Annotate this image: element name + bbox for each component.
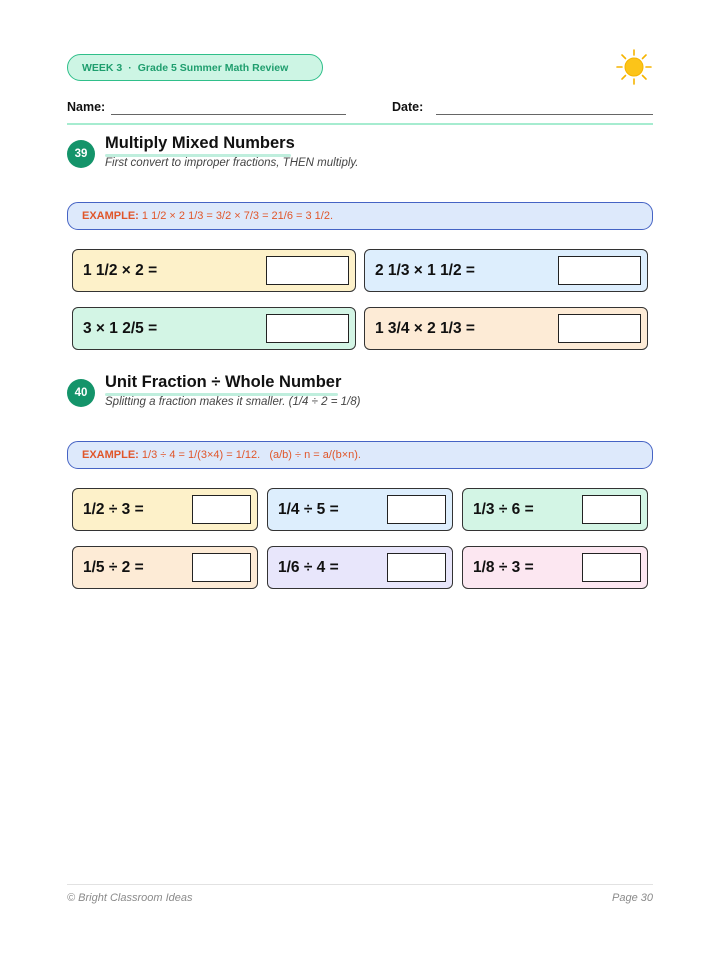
problem-card: 1/6 ÷ 4 = xyxy=(267,546,453,589)
problem-card: 1/4 ÷ 5 = xyxy=(267,488,453,531)
problem-card: 1/2 ÷ 3 = xyxy=(72,488,258,531)
name-label: Name: xyxy=(67,100,106,114)
example-text: 1 1/2 × 2 1/3 = 3/2 × 7/3 = 21/6 = 3 1/2… xyxy=(138,210,334,222)
problem-text: 1 1/2 × 2 = xyxy=(83,261,158,279)
section-instructions: First convert to improper fractions, THE… xyxy=(105,157,359,169)
problem-card: 1 3/4 × 2 1/3 = xyxy=(364,307,648,350)
problem-text: 1/5 ÷ 2 = xyxy=(83,558,144,576)
answer-box[interactable] xyxy=(387,553,446,582)
problem-card: 1/3 ÷ 6 = xyxy=(462,488,648,531)
problem-card: 3 × 1 2/5 = xyxy=(72,307,356,350)
problem-card: 1/5 ÷ 2 = xyxy=(72,546,258,589)
answer-box[interactable] xyxy=(192,495,251,524)
problem-text: 1/4 ÷ 5 = xyxy=(278,500,339,518)
page-number: Page 30 xyxy=(612,892,653,904)
week-label: WEEK 3 xyxy=(82,61,123,74)
answer-box[interactable] xyxy=(266,256,349,285)
answer-box[interactable] xyxy=(582,495,641,524)
problem-text: 1/2 ÷ 3 = xyxy=(83,500,144,518)
worksheet-subtitle: Grade 5 Summer Math Review xyxy=(137,61,289,74)
date-field[interactable] xyxy=(436,114,653,115)
answer-box[interactable] xyxy=(266,314,349,343)
title-underline xyxy=(105,154,291,157)
example-label: EXAMPLE: xyxy=(82,210,139,222)
title-underline xyxy=(105,393,338,396)
week-separator: · xyxy=(128,61,132,74)
answer-box[interactable] xyxy=(192,553,251,582)
section-number-badge: 39 xyxy=(67,140,95,168)
sun-icon xyxy=(616,49,652,85)
problem-text: 1/6 ÷ 4 = xyxy=(278,558,339,576)
footer-divider xyxy=(67,884,653,885)
section-number-badge: 40 xyxy=(67,379,95,407)
example-box: EXAMPLE: 1 1/2 × 2 1/3 = 3/2 × 7/3 = 21/… xyxy=(67,202,653,230)
name-field[interactable] xyxy=(111,114,346,115)
answer-box[interactable] xyxy=(558,256,641,285)
problem-text: 1 3/4 × 2 1/3 = xyxy=(375,319,475,337)
header-divider xyxy=(67,123,653,125)
section-title: Unit Fraction ÷ Whole Number xyxy=(105,373,342,391)
problem-card: 1 1/2 × 2 = xyxy=(72,249,356,292)
problem-card: 2 1/3 × 1 1/2 = xyxy=(364,249,648,292)
answer-box[interactable] xyxy=(558,314,641,343)
date-label: Date: xyxy=(392,100,424,114)
problem-text: 1/8 ÷ 3 = xyxy=(473,558,534,576)
problem-card: 1/8 ÷ 3 = xyxy=(462,546,648,589)
problem-text: 1/3 ÷ 6 = xyxy=(473,500,534,518)
answer-box[interactable] xyxy=(582,553,641,582)
problem-text: 2 1/3 × 1 1/2 = xyxy=(375,261,475,279)
example-box: EXAMPLE: 1/3 ÷ 4 = 1/(3×4) = 1/12. (a/b)… xyxy=(67,441,653,469)
problem-text: 3 × 1 2/5 = xyxy=(83,319,158,337)
section-instructions: Splitting a fraction makes it smaller. (… xyxy=(105,396,361,408)
section-title: Multiply Mixed Numbers xyxy=(105,134,295,152)
answer-box[interactable] xyxy=(387,495,446,524)
week-banner: WEEK 3 · Grade 5 Summer Math Review xyxy=(67,54,323,81)
example-text: 1/3 ÷ 4 = 1/(3×4) = 1/12. (a/b) ÷ n = a/… xyxy=(138,449,361,461)
footer-copyright: © Bright Classroom Ideas xyxy=(67,892,193,904)
example-label: EXAMPLE: xyxy=(82,449,139,461)
